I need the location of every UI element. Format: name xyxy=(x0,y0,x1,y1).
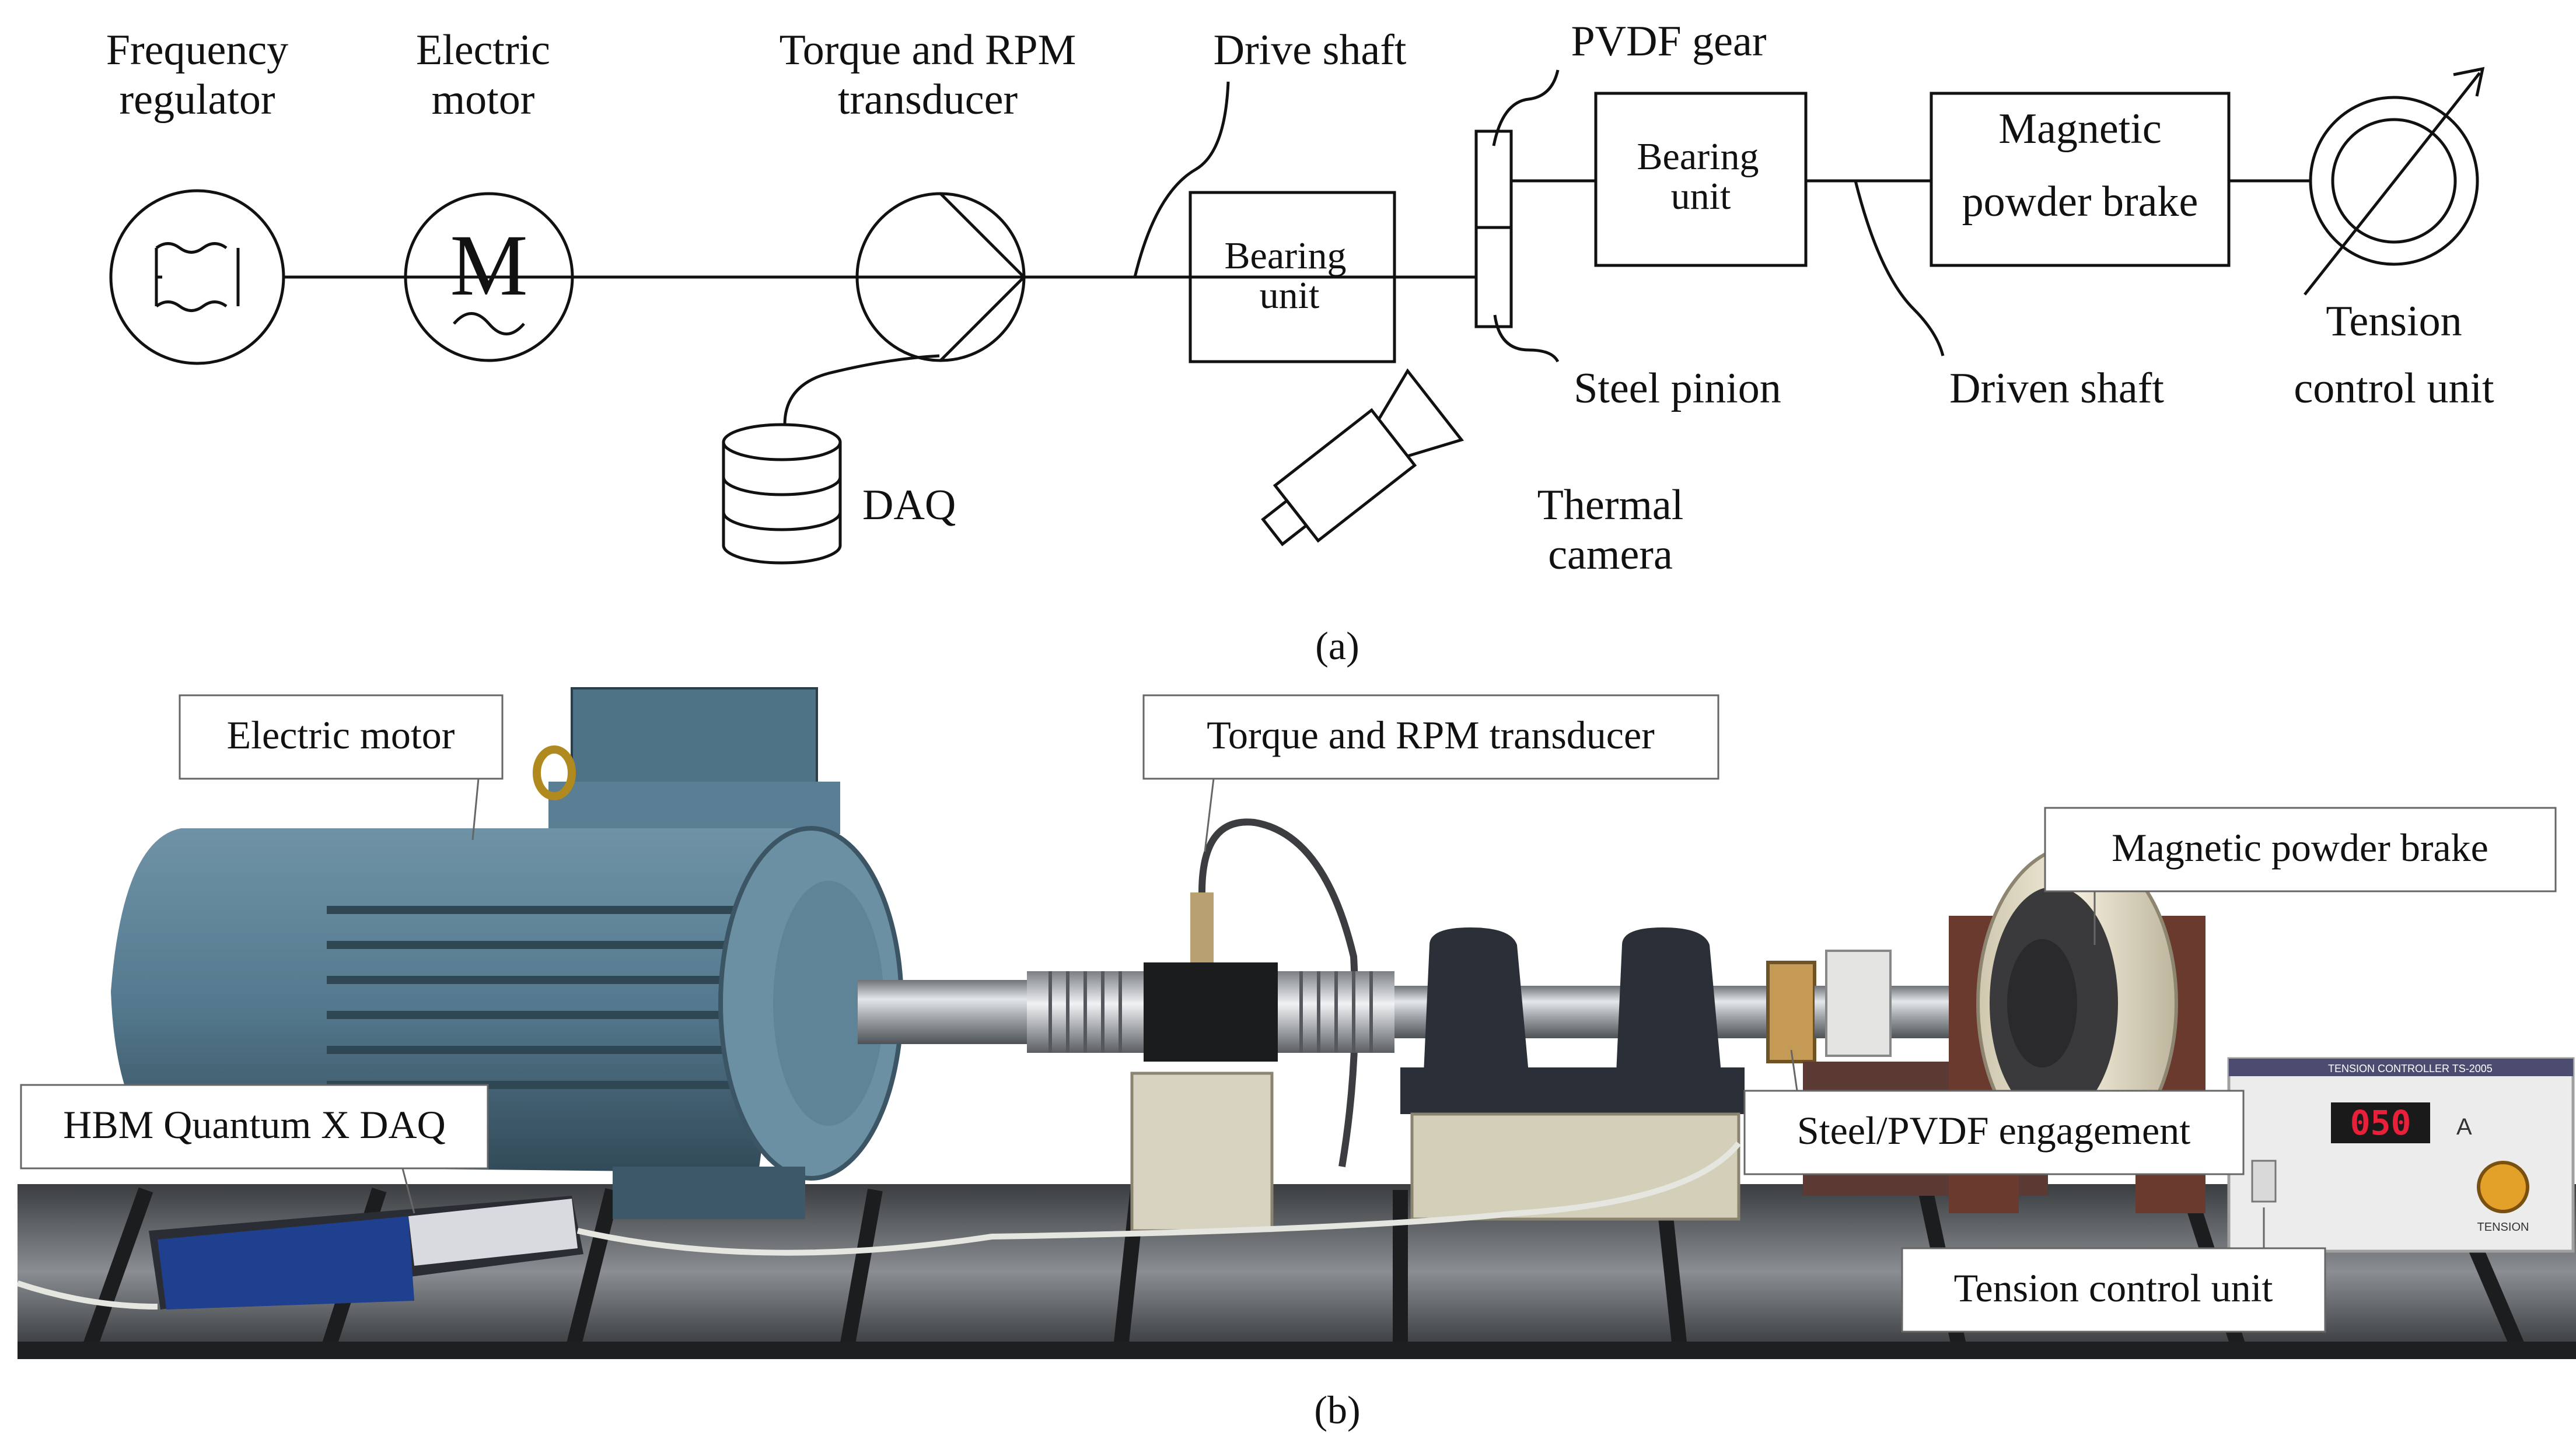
tension-unit-symbol xyxy=(2309,96,2479,266)
tension-controller-photo: TENSION CONTROLLER TS-2005 050 A TENSION xyxy=(2227,1057,2575,1253)
motor-symbol xyxy=(404,192,574,362)
steel-pinion-photo xyxy=(1766,961,1816,1063)
schematic-diagram xyxy=(109,66,2485,565)
transducer-connector xyxy=(1190,892,1214,962)
label-torque-transducer-1: Torque and RPM xyxy=(780,26,1076,74)
controller-display xyxy=(2331,1102,2430,1143)
label-magnetic-brake-1: Magnetic xyxy=(1998,105,2161,153)
controller-display-value: 050 xyxy=(2350,1103,2411,1143)
motor-shaft xyxy=(858,980,1033,1044)
steel-pinion-leader xyxy=(1493,314,1560,363)
label-frequency-regulator-1: Frequency xyxy=(106,26,288,74)
label-steel-pinion: Steel pinion xyxy=(1574,365,1781,412)
transducer-arrow xyxy=(939,192,1026,362)
callout-electric-motor-text: Electric motor xyxy=(227,713,455,757)
test-rig-photo: TENSION CONTROLLER TS-2005 050 A TENSION… xyxy=(16,687,2576,1432)
label-daq: DAQ xyxy=(862,481,956,529)
label-electric-motor-2: motor xyxy=(432,76,535,124)
tension-unit-arrow-line xyxy=(2304,72,2481,296)
bellow-ribs-1 xyxy=(1048,971,1122,1053)
motor-tilde xyxy=(453,312,525,335)
schematic-labels: Frequency regulator Electric motor M Tor… xyxy=(106,17,2494,668)
controller-title: TENSION CONTROLLER TS-2005 xyxy=(2328,1063,2493,1074)
label-bearing-unit-2-a: Bearing xyxy=(1637,135,1759,178)
motor-symbol-letter: M xyxy=(450,217,527,314)
controller-display-unit: A xyxy=(2456,1114,2472,1140)
callout-daq-text: HBM Quantum X DAQ xyxy=(63,1102,445,1147)
callout-electric-motor: Electric motor xyxy=(179,694,504,841)
label-electric-motor-1: Electric xyxy=(416,26,550,74)
label-bearing-unit-1-b: unit xyxy=(1260,274,1320,317)
label-frequency-regulator-2: regulator xyxy=(119,76,275,124)
label-thermal-camera-1: Thermal xyxy=(1537,481,1684,529)
label-pvdf-gear: PVDF gear xyxy=(1571,17,1766,65)
callout-daq: HBM Quantum X DAQ xyxy=(20,1084,489,1214)
frequency-regulator-symbol xyxy=(109,189,285,365)
callout-tension-unit: Tension control unit xyxy=(1901,1207,2326,1333)
thermal-camera-symbol xyxy=(1261,368,1464,547)
controller-power-switch xyxy=(2251,1160,2277,1203)
caption-b: (b) xyxy=(1314,1388,1360,1432)
bearing-unit-2-box xyxy=(1594,92,1808,267)
callout-torque-transducer: Torque and RPM transducer xyxy=(1142,694,1719,852)
label-thermal-camera-2: camera xyxy=(1548,531,1673,579)
controller-knob-label: TENSION xyxy=(2477,1221,2529,1234)
label-bearing-unit-2-b: unit xyxy=(1671,175,1731,218)
label-magnetic-brake-2: powder brake xyxy=(1962,178,2198,226)
tension-unit-inner xyxy=(2331,118,2457,244)
pvdf-gear-leader xyxy=(1492,69,1560,146)
bearing-housings-photo xyxy=(1400,927,1745,1221)
label-bearing-unit-1-a: Bearing xyxy=(1225,234,1347,277)
driven-bearing-block xyxy=(1825,950,1892,1057)
label-tension-unit-2: control unit xyxy=(2294,365,2494,412)
callout-magnetic-brake: Magnetic powder brake xyxy=(2044,807,2557,945)
bearing-unit-1-box xyxy=(1189,191,1396,363)
callout-magnetic-brake-text: Magnetic powder brake xyxy=(2112,825,2488,870)
table-edge xyxy=(18,1342,2576,1359)
label-tension-unit-1: Tension xyxy=(2326,297,2462,345)
transducer-cable xyxy=(1198,818,1359,1167)
daq-symbol xyxy=(722,423,842,565)
drive-shaft-leader xyxy=(1133,81,1230,278)
tension-unit-arrowhead xyxy=(2453,66,2485,97)
magnetic-brake-photo xyxy=(1949,844,2205,1213)
label-drive-shaft: Drive shaft xyxy=(1214,26,1407,74)
driven-shaft-leader xyxy=(1854,180,1945,356)
callout-torque-transducer-text: Torque and RPM transducer xyxy=(1207,713,1655,757)
magnetic-brake-box xyxy=(1930,92,2231,267)
bellow-ribs-2 xyxy=(1299,971,1373,1053)
daq-wire xyxy=(783,354,940,425)
callout-engagement-text: Steel/PVDF engagement xyxy=(1797,1108,2190,1153)
transducer-stand xyxy=(1130,1072,1274,1233)
label-torque-transducer-2: transducer xyxy=(838,76,1018,124)
daq-cables xyxy=(576,1141,1741,1256)
caption-a: (a) xyxy=(1315,624,1359,668)
callout-tension-unit-text: Tension control unit xyxy=(1954,1266,2273,1310)
label-driven-shaft: Driven shaft xyxy=(1949,365,2164,412)
daq-device-photo xyxy=(16,1141,1741,1310)
frequency-regulator-glyph xyxy=(155,242,240,312)
callout-engagement: Steel/PVDF engagement xyxy=(1743,1049,2245,1175)
controller-tension-knob xyxy=(2477,1161,2529,1213)
torque-transducer-body xyxy=(1144,962,1278,1062)
